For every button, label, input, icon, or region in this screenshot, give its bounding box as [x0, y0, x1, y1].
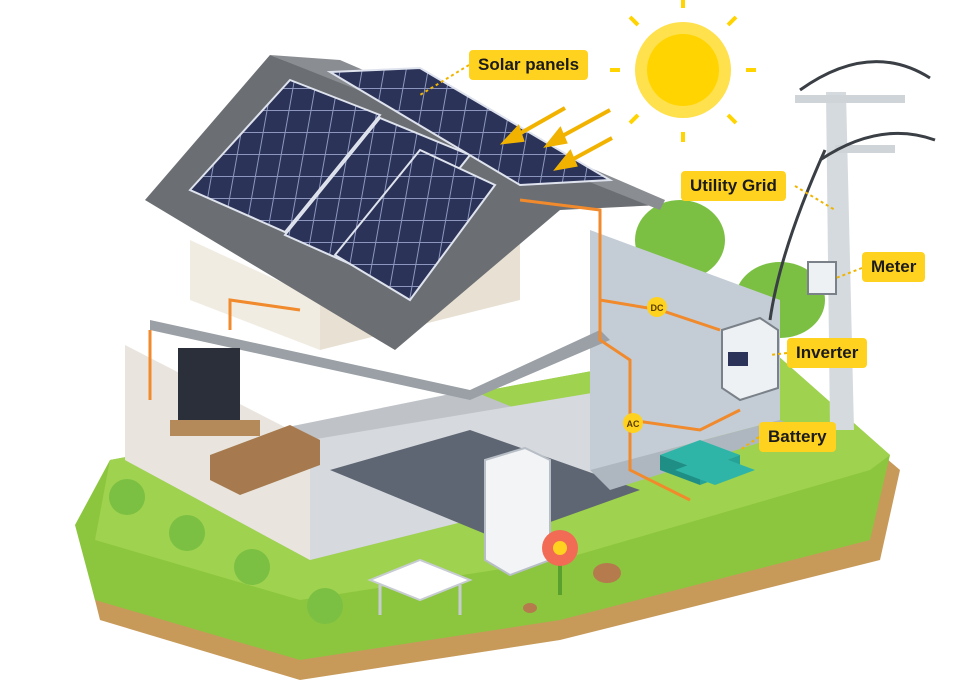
dining-table-icon	[367, 558, 473, 615]
callout-leader-lines	[419, 64, 863, 451]
inverter-unit	[721, 316, 779, 402]
meter-label: Meter	[862, 252, 926, 282]
sunlight-arrows	[499, 106, 613, 171]
ac-badge: AC	[623, 413, 643, 433]
inverter-label: Inverter	[787, 338, 868, 368]
dc-badge: DC	[647, 297, 667, 317]
flower-icon	[542, 530, 578, 595]
svg-text:DC: DC	[651, 303, 664, 313]
solar-panel-array	[188, 66, 614, 302]
battery-label: Battery	[759, 422, 836, 452]
svg-text:AC: AC	[627, 419, 640, 429]
solar-panels-label: Solar panels	[469, 50, 589, 80]
bushes	[109, 479, 343, 624]
fridge-icon	[484, 446, 551, 577]
utility-grid-label: Utility Grid	[681, 171, 786, 201]
tv-icon	[170, 348, 260, 436]
sun-icon	[610, 0, 756, 142]
battery-bank	[660, 440, 755, 485]
rocks	[523, 563, 621, 613]
couch-icon	[210, 425, 320, 495]
